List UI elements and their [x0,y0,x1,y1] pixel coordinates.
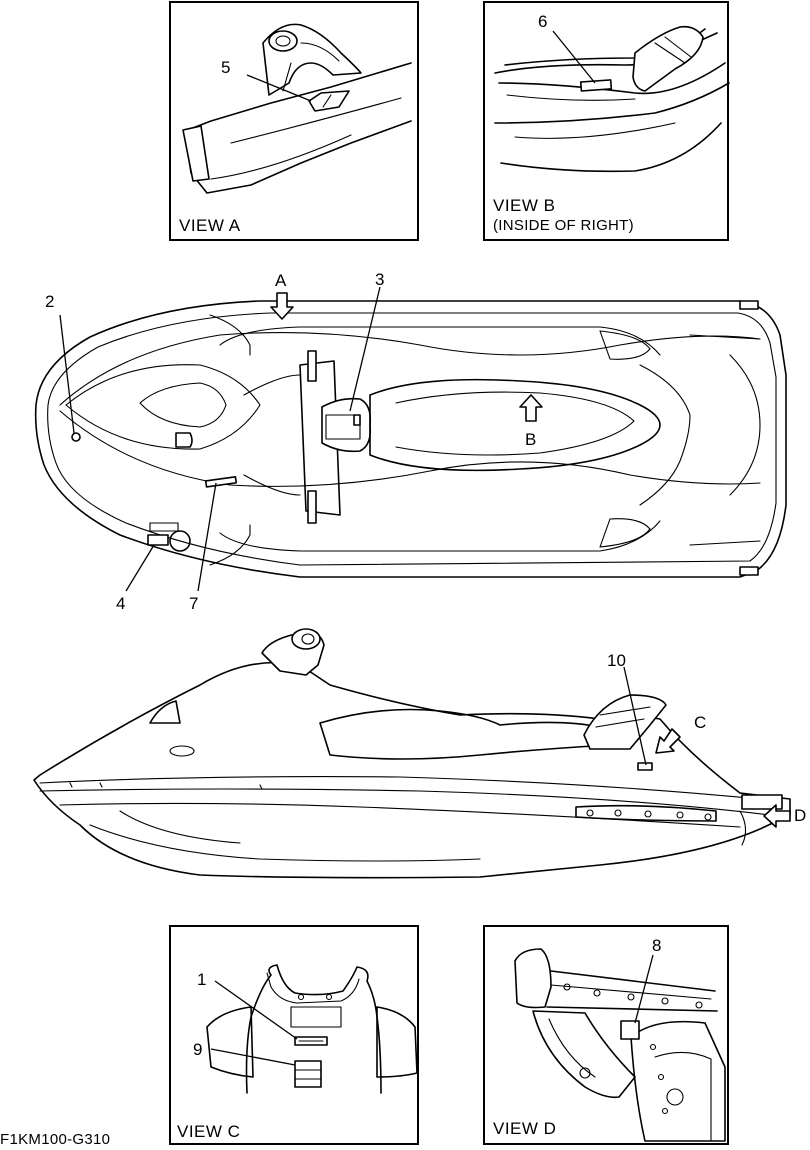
callout-9: 9 [193,1040,203,1059]
side-view-illustration [33,628,791,879]
figure-code: F1KM100-G310 [0,1131,111,1148]
view-a-label: VIEW A [179,216,241,235]
view-d-illustration [514,948,726,1142]
view-c-panel: 1 9 VIEW C [169,925,419,1145]
view-b-panel: 6 VIEW B (INSIDE OF RIGHT) [483,1,730,241]
view-b-illustration [494,25,730,173]
callout-2: 2 [45,292,55,311]
callout-5: 5 [221,58,231,77]
view-b-label: VIEW B [493,196,556,215]
view-a-panel: 5 VIEW A [169,1,419,241]
callout-8: 8 [652,936,662,955]
view-b-sublabel: (INSIDE OF RIGHT) [493,217,634,234]
arrow-b-letter: B [525,430,537,449]
callout-1: 1 [197,970,207,989]
view-d-panel: 8 VIEW D [483,925,729,1145]
callout-7: 7 [189,594,199,613]
callout-3: 3 [375,270,385,289]
view-c-illustration [206,964,418,1094]
callout-4: 4 [116,594,126,613]
view-c-label: VIEW C [177,1122,241,1141]
top-view-illustration [34,286,787,592]
callout-6: 6 [538,12,548,31]
arrow-a-letter: A [275,271,287,290]
callout-10: 10 [607,651,626,670]
view-d-label: VIEW D [493,1119,557,1138]
arrow-d-letter: D [794,806,807,825]
arrow-c-letter: C [694,713,707,732]
view-a-illustration [182,23,412,194]
